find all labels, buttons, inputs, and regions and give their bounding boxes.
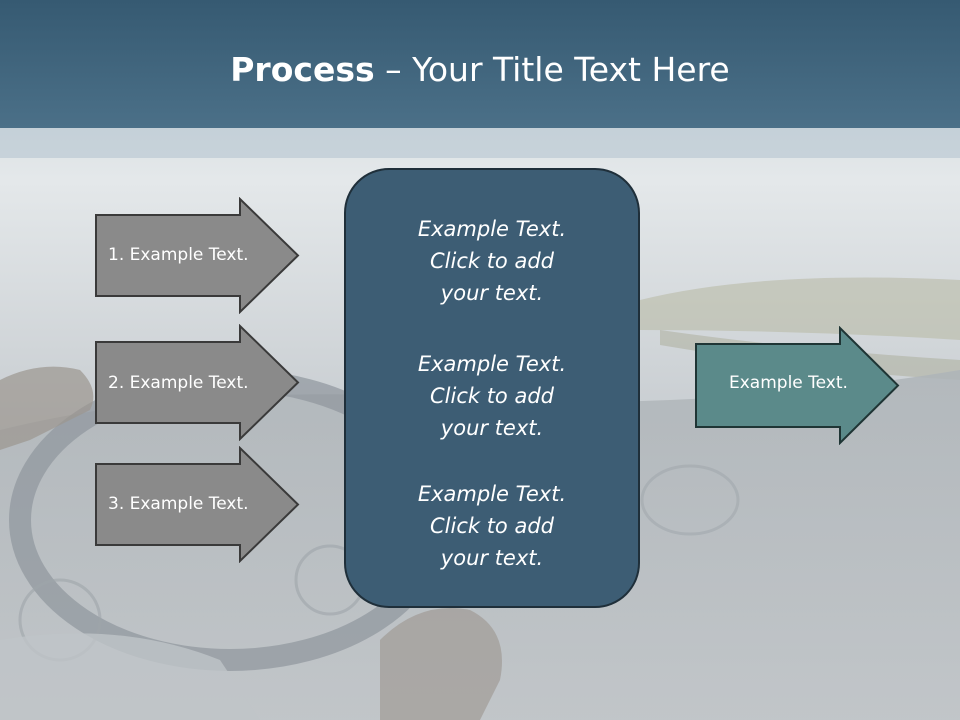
process-text-1-line-2: Click to add [429, 249, 554, 273]
process-text-2-line-2: Click to add [429, 384, 554, 408]
process-text-block-3: Example Text. Click to add your text. [344, 478, 640, 574]
input-arrow-1-label: 1. Example Text. [108, 245, 249, 265]
input-arrow-3 [95, 446, 300, 563]
title-rest: – Your Title Text Here [374, 50, 730, 89]
process-text-3-line-3: your text. [440, 546, 544, 570]
process-box [344, 168, 640, 608]
input-arrow-3-label: 3. Example Text. [108, 494, 249, 514]
input-arrow-2-label: 2. Example Text. [108, 373, 249, 393]
process-text-2-line-3: your text. [440, 416, 544, 440]
process-text-block-1: Example Text. Click to add your text. [344, 213, 640, 309]
output-arrow [695, 326, 900, 445]
process-text-3-line-1: Example Text. [417, 482, 567, 506]
title-bold: Process [230, 50, 375, 89]
output-arrow-label: Example Text. [729, 373, 848, 393]
input-arrow-2 [95, 324, 300, 441]
process-text-block-2: Example Text. Click to add your text. [344, 348, 640, 444]
process-text-1-line-3: your text. [440, 281, 544, 305]
process-text-2-line-1: Example Text. [417, 352, 567, 376]
input-arrow-1 [95, 197, 300, 314]
process-text-1-line-1: Example Text. [417, 217, 567, 241]
process-text-3-line-2: Click to add [429, 514, 554, 538]
slide-title: Process – Your Title Text Here [0, 50, 960, 89]
